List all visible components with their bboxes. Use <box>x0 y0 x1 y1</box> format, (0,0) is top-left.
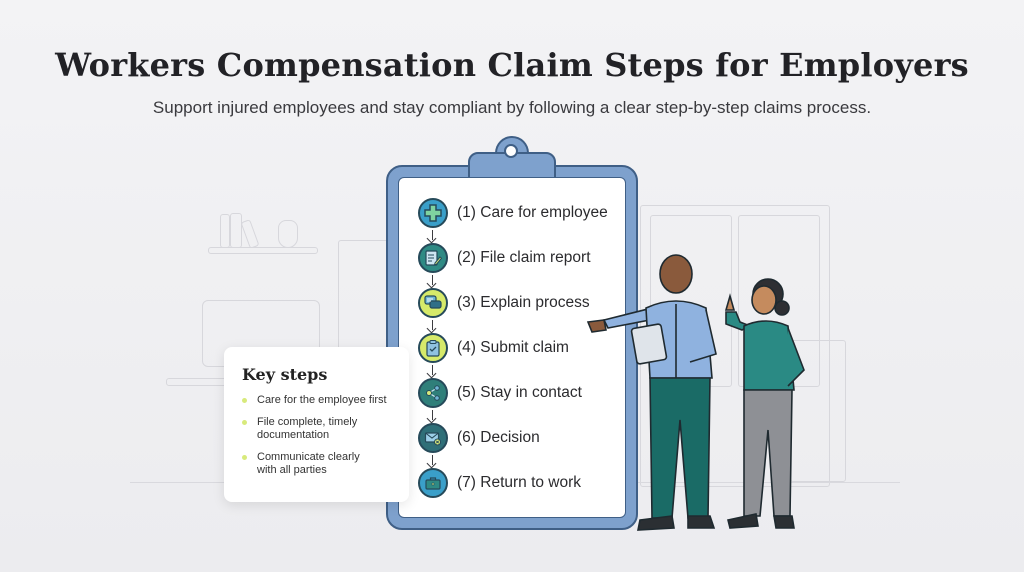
key-steps-item: Communicate clearly with all parties <box>242 451 372 477</box>
medical-cross-icon <box>418 198 448 228</box>
step-4: (4) Submit claim <box>418 331 569 365</box>
step-1: (1) Care for employee <box>418 196 608 230</box>
book <box>230 213 242 248</box>
arrow-down-icon <box>432 410 433 420</box>
document-pen-icon <box>418 243 448 273</box>
people-illustration <box>586 254 805 531</box>
arrow-down-icon <box>432 320 433 330</box>
page-subtitle: Support injured employees and stay compl… <box>152 98 872 117</box>
key-steps-item-text: Communicate clearly with all parties <box>257 451 360 476</box>
step-label: (5) Stay in contact <box>457 384 582 401</box>
step-label: (3) Explain process <box>457 294 590 311</box>
man-figure <box>586 254 717 531</box>
chat-bubbles-icon <box>418 288 448 318</box>
vase <box>278 220 298 248</box>
key-steps-title: Key steps <box>242 365 328 384</box>
step-6: (6) Decision <box>418 421 540 455</box>
step-5: (5) Stay in contact <box>418 376 582 410</box>
arrow-down-icon <box>432 455 433 465</box>
key-steps-item: Care for the employee first <box>242 394 393 407</box>
desk <box>166 378 228 386</box>
arrow-down-icon <box>432 275 433 285</box>
step-label: (6) Decision <box>457 429 540 446</box>
woman-figure <box>724 278 805 529</box>
step-label: (7) Return to work <box>457 474 582 491</box>
key-steps-item: File complete, timely documentation <box>242 416 362 442</box>
shelf <box>208 247 318 254</box>
key-steps-item-text: File complete, timely documentation <box>257 416 358 441</box>
share-nodes-icon <box>418 378 448 408</box>
arrow-down-icon <box>432 365 433 375</box>
step-2: (2) File claim report <box>418 241 591 275</box>
step-label: (1) Care for employee <box>457 204 608 221</box>
step-3: (3) Explain process <box>418 286 590 320</box>
envelope-decision-icon <box>418 423 448 453</box>
bullet-icon <box>242 455 247 460</box>
step-7: (7) Return to work <box>418 466 581 500</box>
briefcase-icon <box>418 468 448 498</box>
arrow-down-icon <box>432 230 433 240</box>
clipboard-clip-hole <box>504 144 518 158</box>
bullet-icon <box>242 398 247 403</box>
book <box>240 219 260 249</box>
book <box>220 214 230 248</box>
page-title: Workers Compensation Claim Steps for Emp… <box>55 46 969 84</box>
clipboard-check-icon <box>418 333 448 363</box>
key-steps-card: Key steps Care for the employee first Fi… <box>224 347 409 502</box>
key-steps-item-text: Care for the employee first <box>257 394 387 406</box>
step-label: (4) Submit claim <box>457 339 569 356</box>
bullet-icon <box>242 420 247 425</box>
step-label: (2) File claim report <box>457 249 591 266</box>
